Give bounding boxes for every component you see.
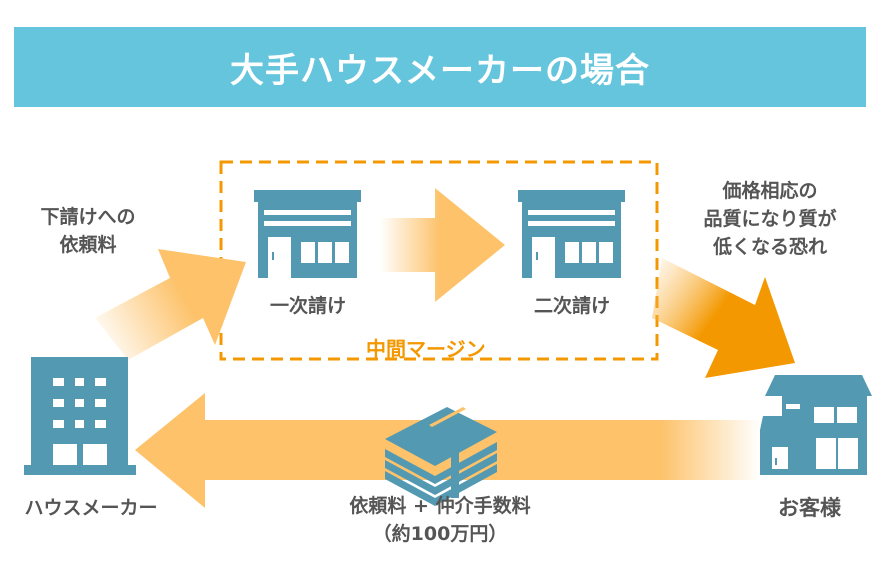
page-title: 大手ハウスメーカーの場合 [230,50,650,91]
quality-risk-line1: 価格相応の [722,180,818,202]
middle-margin-label: 中間マージン [366,337,486,361]
arrow-to-first-sub [95,249,246,360]
office-building-icon [24,357,136,475]
first-sub-label: 一次請け [269,295,346,317]
quality-risk-line3: 低くなる恐れ [712,236,827,258]
house-icon [760,375,872,475]
fee-label-line1: 依頼料 + 仲介手数料 [349,495,531,517]
title-banner: 大手ハウスメーカーの場合 [14,27,866,107]
fee-label: 依頼料 + 仲介手数料 （約100万円） [290,492,590,548]
quality-risk-line2: 品質になり質が [703,208,837,230]
quality-risk-label: 価格相応の 品質になり質が 低くなる恐れ [680,177,860,261]
house-maker-label: ハウスメーカー [24,497,158,519]
money-stack-icon [385,407,497,506]
arrow-first-to-second [376,188,505,302]
arrow-to-customer [652,258,795,378]
subcontract-fee-label: 下請けへの 依頼料 [28,203,148,259]
second-sub-label: 二次請け [533,295,610,317]
subcontract-fee-line2: 依頼料 [59,234,117,256]
subcontract-fee-line1: 下請けへの [40,206,136,228]
customer-label: お客様 [778,496,841,520]
first-sub-shop-icon [254,190,361,278]
second-sub-shop-icon [518,190,625,278]
fee-label-line2: （約100万円） [372,523,508,545]
